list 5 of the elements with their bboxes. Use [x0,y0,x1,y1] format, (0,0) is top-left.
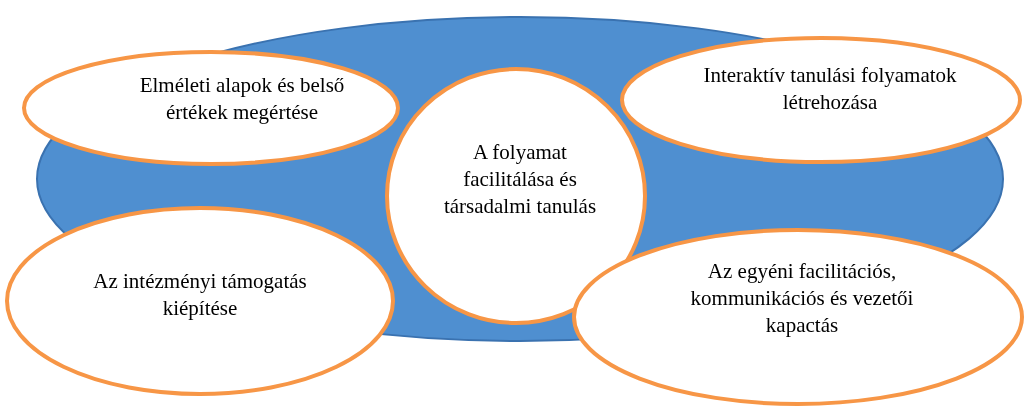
idea-text: Elméleti alapok és belső értékek megértése [138,72,346,126]
idea-text: A folyamat facilitálása és társadalmi tanulás [442,139,598,220]
idea-text: Interaktív tanulási folyamatok létrehozása [702,62,958,116]
idea-text: Az egyéni facilitációs, kommunikációs és vezetői kapactás [689,258,915,339]
idea-text: Az intézményi támogatás kiépítése [92,268,308,322]
